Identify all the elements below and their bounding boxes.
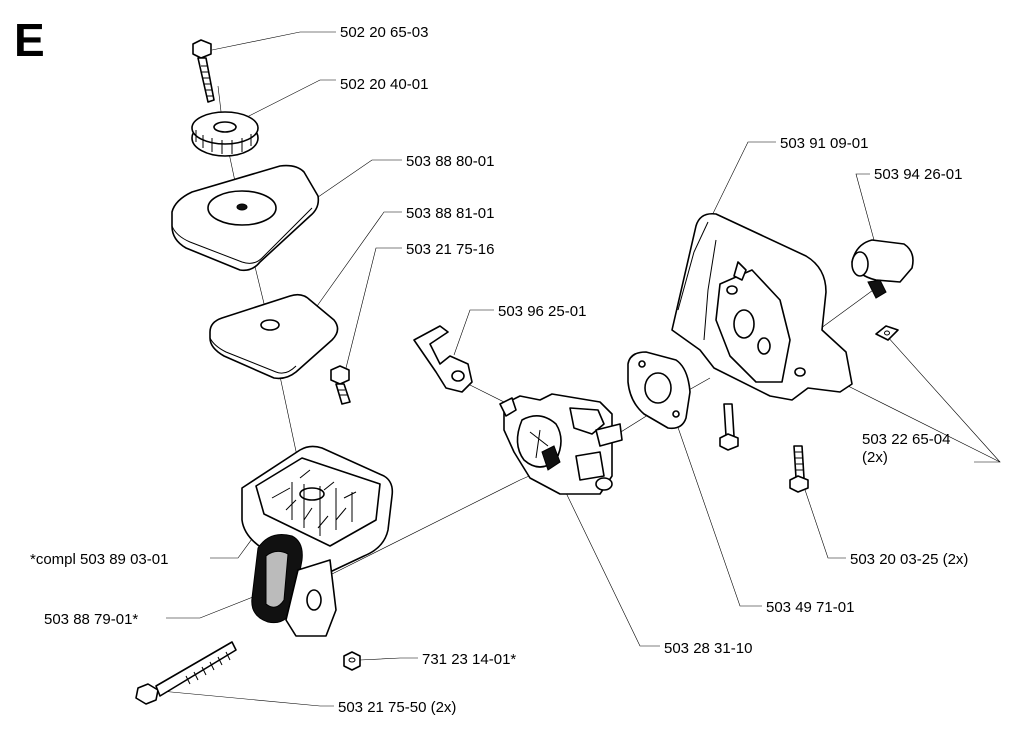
bolt-top-part <box>192 39 215 103</box>
section-letter: E <box>14 14 45 66</box>
label-square-nut-qty: (2x) <box>862 449 888 466</box>
handle-grip-part <box>251 534 337 637</box>
filter-cover-part <box>171 164 320 272</box>
label-knob: 502 20 40-01 <box>340 76 428 93</box>
label-sleeve: 503 94 26-01 <box>874 166 962 183</box>
screw-small-part <box>330 365 351 405</box>
gasket-part <box>627 351 691 430</box>
part-labels: 502 20 65-03 502 20 40-01 503 88 80-01 5… <box>30 24 968 716</box>
nut-part <box>343 651 361 671</box>
label-intake-housing: 503 91 09-01 <box>780 135 868 152</box>
long-bolt-part <box>135 641 237 705</box>
label-throttle-link: 503 96 25-01 <box>498 303 586 320</box>
intake-housing-part <box>671 212 853 401</box>
label-long-bolt: 503 21 75-50 (2x) <box>338 699 456 716</box>
label-square-nut: 503 22 65-04 <box>862 431 950 448</box>
label-nut: 731 23 14-01* <box>422 651 516 668</box>
throttle-link-part <box>413 325 473 393</box>
label-filter-housing: *compl 503 89 03-01 <box>30 551 168 568</box>
label-carburetor: 503 28 31-10 <box>664 640 752 657</box>
bolt-pair-part <box>719 403 809 493</box>
carburetor-part <box>499 393 623 495</box>
sleeve-part <box>851 239 914 299</box>
label-filter-cover: 503 88 80-01 <box>406 153 494 170</box>
filter-element-part <box>209 293 339 380</box>
label-bolt-top: 502 20 65-03 <box>340 24 428 41</box>
label-screw-small: 503 21 75-16 <box>406 241 494 258</box>
label-gasket: 503 49 71-01 <box>766 599 854 616</box>
label-filter-element: 503 88 81-01 <box>406 205 494 222</box>
label-bolt-pair: 503 20 03-25 (2x) <box>850 551 968 568</box>
knob-part <box>191 111 259 157</box>
label-handle-grip: 503 88 79-01* <box>44 611 138 628</box>
square-nut-part <box>875 325 899 341</box>
